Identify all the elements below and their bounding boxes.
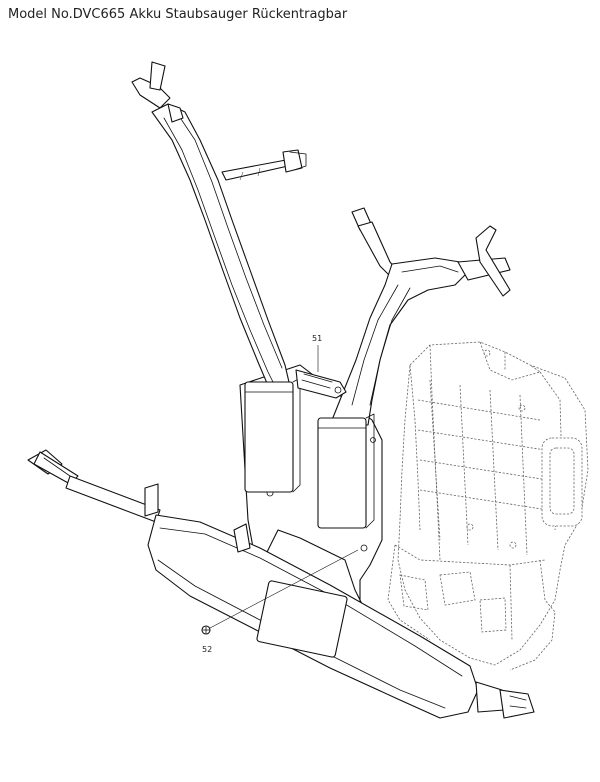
right-shoulder-strap (317, 207, 511, 529)
hip-belt (27, 449, 535, 719)
leader-52 (209, 549, 359, 629)
left-shoulder-strap (131, 61, 307, 493)
callout-51: 51 (312, 334, 322, 343)
chest-buckle (295, 369, 347, 399)
callout-52: 52 (202, 645, 212, 654)
screw (201, 625, 211, 635)
page-title: Model No.DVC665 Akku Staubsauger Rückent… (8, 7, 348, 22)
vacuum-unit-outline (387, 341, 589, 671)
